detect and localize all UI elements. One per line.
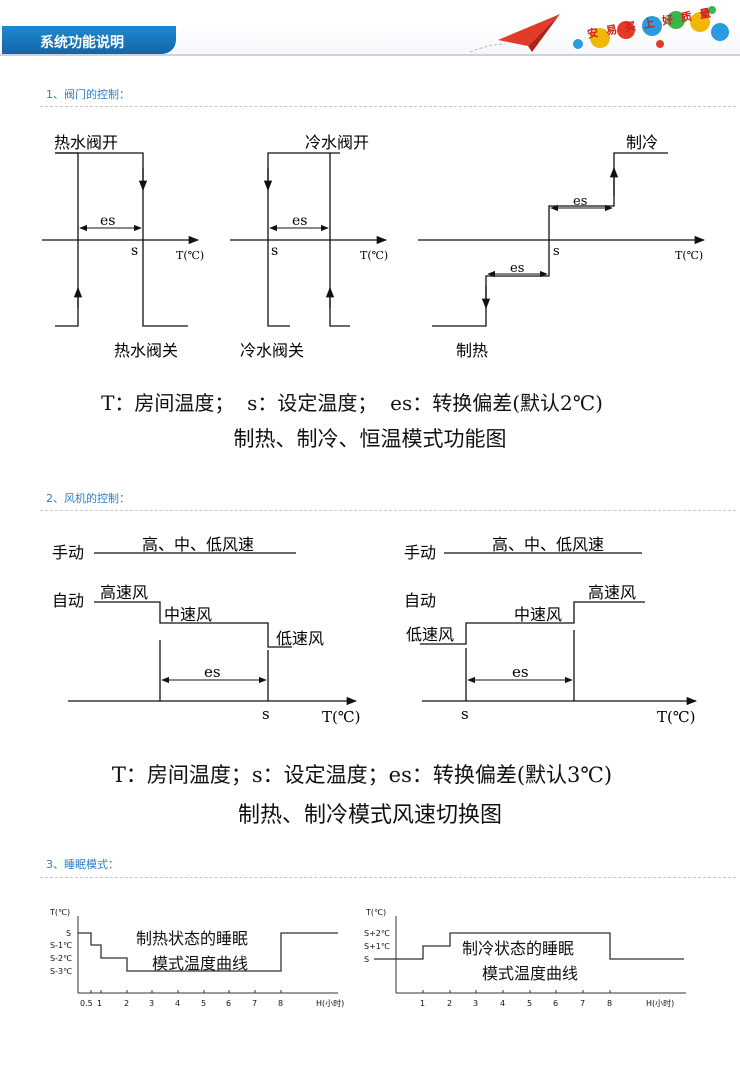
x-tick: 3 [149,999,154,1008]
y-axis-title: T(℃) [49,908,70,917]
y-tick: S-3℃ [50,967,72,976]
chart-label-line-1: 制热状态的睡眠 [136,929,248,948]
x-tick: 2 [124,999,129,1008]
header-decoration: 安易买上好质量 [469,4,729,53]
setpoint-label: s [262,705,270,723]
x-tick: 6 [553,999,558,1008]
es-label: es [204,663,221,681]
y-tick: S+2℃ [364,929,390,938]
es-label: es [100,213,115,229]
x-tick: 8 [278,999,283,1008]
chart-label-line-2: 模式温度曲线 [482,964,578,983]
x-tick: 1 [420,999,425,1008]
hot-water-valve-diagram [42,152,200,327]
axis-t-label: T(℃) [176,249,204,262]
fan-control-diagram: 手动 高、中、低风速 自动 高速风 中速风 低速风 es s T(℃) 手动 高… [52,535,698,726]
chart-label-line-2: 模式温度曲线 [152,954,248,973]
heating-label: 制热 [456,341,488,360]
auto-label: 自动 [52,591,84,610]
setpoint-label: s [271,243,278,259]
page-title: 系统功能说明 [40,35,124,51]
x-tick: 0.5 [80,999,93,1008]
es-label: es [573,194,587,209]
es-label: es [292,213,307,229]
axis-t-label: T(℃) [675,249,703,262]
hot-valve-open-label: 热水阀开 [54,133,118,152]
slogan-bubbles-icon [573,6,729,49]
high-speed-label: 高速风 [100,583,148,602]
x-tick: 1 [97,999,102,1008]
y-tick: S+1℃ [364,942,390,951]
axis-t-label: T(℃) [657,708,696,726]
header: 系统功能说明 安易买上好质量 [0,0,740,66]
sleep-mode-diagram: T(℃) S S-1℃ S-2℃ S-3℃ 0.5 1 2 3 4 5 6 7 … [49,908,686,1008]
x-axis-title: H(小时) [316,998,344,1008]
x-tick: 4 [175,999,180,1008]
setpoint-label: s [131,243,138,259]
axis-t-label: T(℃) [360,249,388,262]
fan-cooling-diagram [420,552,698,706]
section-2-caption: 制热、制冷模式风速切换图 [237,803,502,828]
sleep-cooling-chart: T(℃) S+2℃ S+1℃ S 1 2 3 4 5 6 7 8 H(小时) 制… [364,908,686,1008]
x-tick: 3 [473,999,478,1008]
x-tick: 5 [201,999,206,1008]
auto-label: 自动 [404,591,436,610]
manual-label: 手动 [404,543,436,562]
valve-control-diagram: 热水阀开 热水阀关 es s T(℃) 冷水阀开 冷水阀关 es s T(℃) … [42,133,706,360]
y-tick: S-1℃ [50,941,72,950]
section-3-title: 3、睡眠模式： [46,858,119,871]
y-tick: S-2℃ [50,954,72,963]
hot-valve-close-label: 热水阀关 [114,341,178,360]
x-axis-title: H(小时) [646,998,674,1008]
section-3-divider [40,877,736,878]
x-tick: 2 [447,999,452,1008]
x-tick: 7 [252,999,257,1008]
es-label: es [510,261,524,276]
chart-label-line-1: 制冷状态的睡眠 [462,939,574,958]
cooling-label: 制冷 [626,133,658,152]
paper-plane-icon [469,14,560,53]
fan-heating-diagram [68,552,358,706]
x-tick: 4 [500,999,505,1008]
x-tick: 7 [580,999,585,1008]
cold-valve-open-label: 冷水阀开 [305,133,369,152]
section-1-legend: T：房间温度； s：设定温度； es：转换偏差(默认2℃) [101,391,603,415]
high-speed-label: 高速风 [588,583,636,602]
y-tick: S [364,955,369,964]
header-tab [2,26,176,54]
low-speed-label: 低速风 [276,629,324,648]
section-1-title: 1、阀门的控制： [46,88,130,101]
setpoint-label: s [553,244,560,259]
section-1-caption: 制热、制冷、恒温模式功能图 [233,427,507,451]
x-tick: 6 [226,999,231,1008]
section-2-divider [40,510,736,511]
axis-t-label: T(℃) [322,708,361,726]
es-label: es [512,663,529,681]
section-1-divider [40,106,736,107]
y-axis-title: T(℃) [365,908,386,917]
setpoint-label: s [461,705,469,723]
manual-label: 手动 [52,543,84,562]
sleep-heating-chart: T(℃) S S-1℃ S-2℃ S-3℃ 0.5 1 2 3 4 5 6 7 … [49,908,344,1008]
section-2-legend: T：房间温度；s：设定温度；es：转换偏差(默认3℃) [111,763,613,787]
cooling-heating-diagram [418,152,706,327]
manual-speeds-label: 高、中、低风速 [142,535,254,554]
y-tick: S [66,929,71,938]
x-tick: 5 [527,999,532,1008]
low-speed-label: 低速风 [406,625,454,644]
cold-water-valve-diagram [230,152,388,327]
mid-speed-label: 中速风 [514,605,562,624]
cold-valve-close-label: 冷水阀关 [240,341,304,360]
section-2-title: 2、风机的控制： [46,492,130,505]
x-tick: 8 [607,999,612,1008]
manual-speeds-label: 高、中、低风速 [492,535,604,554]
mid-speed-label: 中速风 [164,605,212,624]
